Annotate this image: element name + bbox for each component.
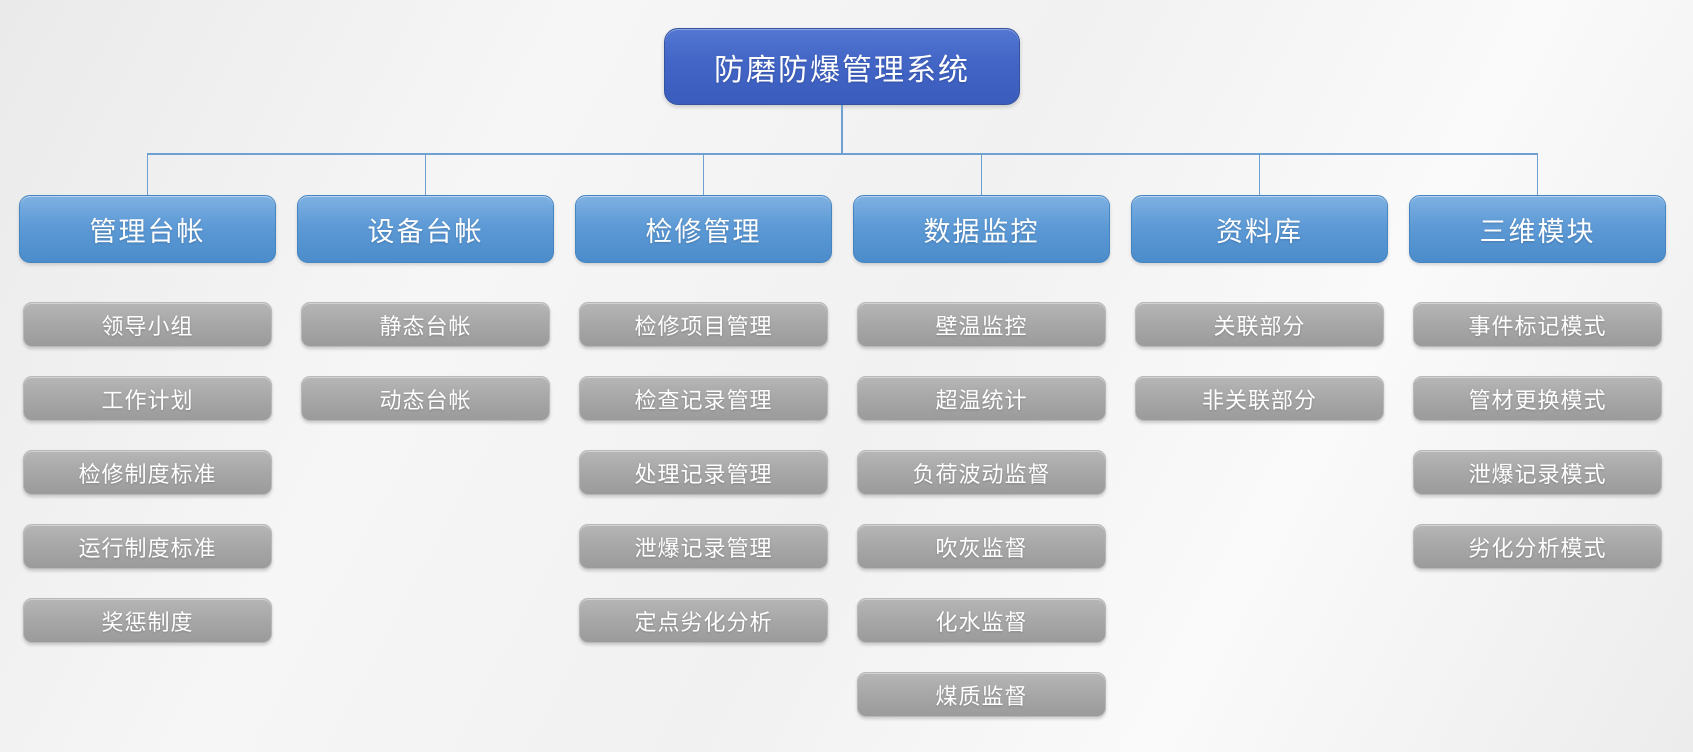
child-node-label: 奖惩制度	[101, 610, 194, 636]
child-node-label: 静态台帐	[379, 314, 472, 340]
child-node: 泄爆记录模式	[1413, 450, 1662, 495]
child-node-label: 检修制度标准	[78, 462, 217, 488]
child-node: 检修制度标准	[23, 450, 272, 495]
child-node: 煤质监督	[857, 672, 1106, 717]
child-node-label: 吹灰监督	[935, 536, 1028, 562]
child-node-label: 化水监督	[935, 610, 1028, 636]
connector-trunk-line	[841, 105, 843, 153]
branch-node: 数据监控	[853, 195, 1110, 263]
child-node: 动态台帐	[301, 376, 550, 421]
child-node-label: 运行制度标准	[78, 536, 217, 562]
child-node-label: 非关联部分	[1201, 388, 1317, 414]
branch-node-label: 设备台帐	[367, 216, 484, 248]
connector-drop-line	[1536, 153, 1539, 195]
child-node: 劣化分析模式	[1413, 524, 1662, 569]
child-node: 领导小组	[23, 302, 272, 347]
child-node: 工作计划	[23, 376, 272, 421]
child-node-label: 动态台帐	[379, 388, 472, 414]
root-node-label: 防磨防爆管理系统	[714, 52, 970, 88]
child-node: 奖惩制度	[23, 598, 272, 643]
connector-drop-line	[980, 153, 983, 195]
child-node: 壁温监控	[857, 302, 1106, 347]
child-node-label: 管材更换模式	[1468, 388, 1607, 414]
child-node: 吹灰监督	[857, 524, 1106, 569]
child-node: 检查记录管理	[579, 376, 828, 421]
connector-drop-line	[1258, 153, 1261, 195]
child-node: 关联部分	[1135, 302, 1384, 347]
child-node-label: 领导小组	[101, 314, 194, 340]
branch-node: 设备台帐	[297, 195, 554, 263]
branch-node-label: 管理台帐	[89, 216, 206, 248]
child-node: 超温统计	[857, 376, 1106, 421]
child-node-label: 泄爆记录管理	[634, 536, 773, 562]
child-node-label: 劣化分析模式	[1468, 536, 1607, 562]
child-node-label: 工作计划	[101, 388, 194, 414]
connector-rail-line	[147, 153, 1538, 155]
child-node-label: 关联部分	[1213, 314, 1306, 340]
child-node-label: 处理记录管理	[634, 462, 773, 488]
child-node-label: 检查记录管理	[634, 388, 773, 414]
child-node-label: 超温统计	[935, 388, 1028, 414]
child-node: 处理记录管理	[579, 450, 828, 495]
child-node-label: 定点劣化分析	[634, 610, 773, 636]
child-node: 化水监督	[857, 598, 1106, 643]
child-node: 管材更换模式	[1413, 376, 1662, 421]
child-node: 运行制度标准	[23, 524, 272, 569]
child-node-label: 负荷波动监督	[912, 462, 1051, 488]
child-node: 定点劣化分析	[579, 598, 828, 643]
child-node: 事件标记模式	[1413, 302, 1662, 347]
child-node: 泄爆记录管理	[579, 524, 828, 569]
child-node-label: 检修项目管理	[634, 314, 773, 340]
child-node-label: 事件标记模式	[1468, 314, 1607, 340]
branch-node-label: 检修管理	[645, 216, 762, 248]
child-node-label: 泄爆记录模式	[1468, 462, 1607, 488]
branch-node: 管理台帐	[19, 195, 276, 263]
child-node-label: 壁温监控	[935, 314, 1028, 340]
branch-node: 资料库	[1131, 195, 1388, 263]
connector-drop-line	[702, 153, 705, 195]
branch-node: 检修管理	[575, 195, 832, 263]
branch-node-label: 三维模块	[1479, 216, 1596, 248]
branch-node-label: 数据监控	[923, 216, 1040, 248]
root-node: 防磨防爆管理系统	[664, 28, 1020, 105]
child-node-label: 煤质监督	[935, 684, 1028, 710]
child-node: 负荷波动监督	[857, 450, 1106, 495]
child-node: 非关联部分	[1135, 376, 1384, 421]
branch-node: 三维模块	[1409, 195, 1666, 263]
child-node: 静态台帐	[301, 302, 550, 347]
branch-node-label: 资料库	[1216, 216, 1303, 248]
child-node: 检修项目管理	[579, 302, 828, 347]
connector-drop-line	[424, 153, 427, 195]
connector-drop-line	[146, 153, 149, 195]
